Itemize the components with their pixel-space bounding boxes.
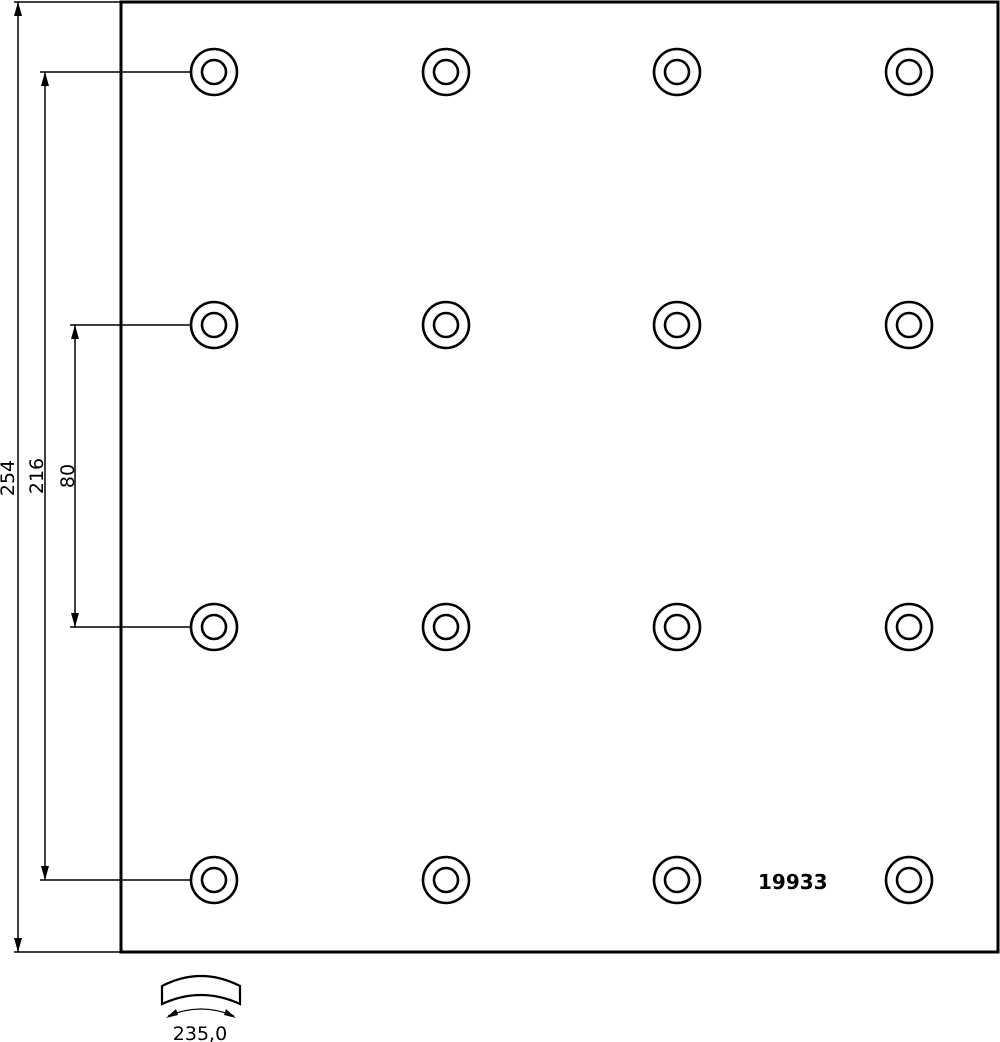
rivet-hole bbox=[189, 602, 239, 652]
rivet-hole bbox=[421, 47, 471, 97]
dim-label-80: 80 bbox=[57, 464, 79, 488]
radius-symbol: 235,0 bbox=[160, 974, 242, 1042]
rivet-hole bbox=[884, 855, 934, 905]
rivet-hole bbox=[884, 602, 934, 652]
dim-label-254: 254 bbox=[0, 460, 19, 496]
rivet-hole bbox=[652, 602, 702, 652]
dimension-outer-rivet-span: 216 bbox=[26, 71, 192, 881]
rivet-hole-group bbox=[189, 47, 934, 905]
rivet-hole bbox=[189, 855, 239, 905]
dimension-overall-height: 254 bbox=[0, 1, 121, 953]
rivet-hole bbox=[652, 300, 702, 350]
rivet-hole bbox=[421, 855, 471, 905]
dimension-inner-rivet-span: 80 bbox=[57, 324, 192, 628]
rivet-hole bbox=[652, 855, 702, 905]
dim-label-radius: 235,0 bbox=[173, 1023, 227, 1042]
rivet-hole bbox=[652, 47, 702, 97]
rivet-hole bbox=[884, 300, 934, 350]
part-number-label: 19933 bbox=[758, 870, 828, 894]
rivet-hole bbox=[421, 300, 471, 350]
dim-label-216: 216 bbox=[26, 458, 48, 494]
lining-plate-outline bbox=[119, 0, 1000, 954]
rivet-hole bbox=[189, 47, 239, 97]
rivet-hole bbox=[884, 47, 934, 97]
rivet-hole bbox=[189, 300, 239, 350]
rivet-hole bbox=[421, 602, 471, 652]
